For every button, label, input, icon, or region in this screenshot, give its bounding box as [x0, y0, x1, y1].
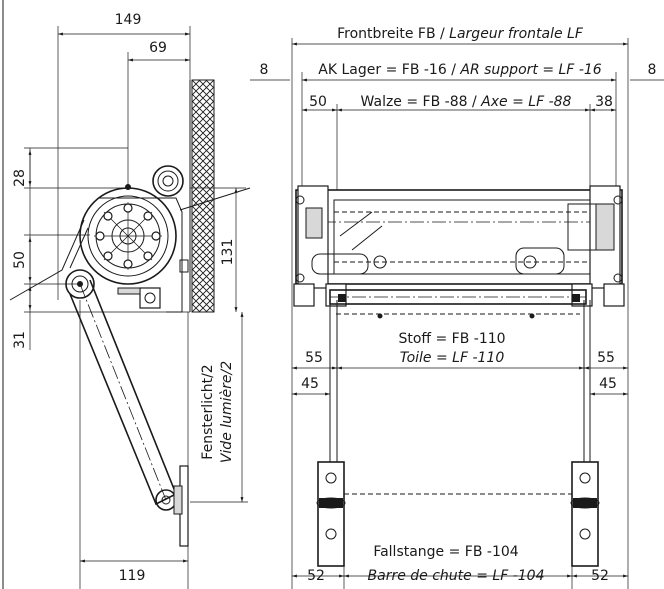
fabric-dot-2 [529, 313, 535, 319]
frontwidth-label-de: Frontbreite FB / [337, 26, 449, 42]
fabric-dot-1 [377, 313, 383, 319]
left-screw-1 [295, 195, 305, 205]
left-dropbar-bracket [317, 461, 345, 567]
bracket-plate [117, 287, 141, 295]
bearing-label: AK Lager = FB -16 / AR support = LF -16 [318, 62, 601, 78]
right-slot-hole [523, 255, 537, 269]
right-motor [595, 203, 615, 251]
right-slot [515, 247, 565, 275]
dim-label-55-right: 55 [597, 350, 615, 366]
drum-mid [87, 195, 169, 277]
dim-label-69: 69 [149, 40, 167, 56]
dim-label-119: 119 [119, 568, 146, 584]
left-slot-hole [373, 255, 387, 269]
dim-label-52-right: 52 [591, 568, 609, 584]
right-clip [572, 294, 580, 302]
wall-hatching [191, 79, 215, 313]
roller-label: Walze = FB -88 / Axe = LF -88 [361, 94, 572, 110]
upper-roller-outer [152, 165, 184, 197]
bracket-lug [179, 259, 189, 273]
side-view: 149 69 28 50 31 131 Fensterlicht/2 Vide … [9, 12, 251, 589]
fabric-line-1 [9, 219, 85, 301]
dim-label-8-left: 8 [260, 62, 269, 78]
wall-bracket-bolt [144, 292, 156, 304]
right-bracket-hole-bottom [579, 528, 591, 540]
arm-pivot-outer [65, 269, 95, 299]
window-label-de: Fensterlicht/2 [200, 364, 216, 459]
arm-wall-bracket [173, 485, 183, 515]
front-view: Frontbreite FB / Largeur frontale LF 8 8… [250, 26, 664, 589]
right-screw-1 [613, 195, 623, 205]
dim-label-131: 131 [220, 239, 236, 266]
fabric-label-fr: Toile = LF -110 [400, 350, 505, 366]
dim-label-52-left: 52 [307, 568, 325, 584]
fabric-line-2 [69, 227, 89, 269]
wall-bracket [139, 287, 161, 309]
dim-label-31: 31 [12, 331, 28, 349]
housing-top-line [179, 187, 251, 211]
left-clamp-ring [316, 497, 346, 509]
dim-label-50-front: 50 [309, 94, 327, 110]
roller-label-de: Walze = FB -88 / [361, 94, 482, 110]
arm-end-inner [161, 495, 171, 505]
right-dropbar-bracket [571, 461, 599, 567]
right-screw-2 [613, 273, 623, 283]
right-bracket-clamp [573, 498, 597, 508]
left-foot [293, 283, 315, 307]
drum-spokes [94, 202, 162, 270]
dim-label-149: 149 [115, 12, 142, 28]
left-clip [338, 294, 346, 302]
left-bracket-hole-top [325, 472, 337, 484]
drum-top-pin [125, 184, 131, 190]
dim-label-55-left: 55 [305, 350, 323, 366]
left-bearing [305, 207, 323, 239]
right-clamp-ring [570, 497, 600, 509]
dim-label-50: 50 [12, 251, 28, 269]
upper-roller-inner [157, 170, 179, 192]
dim-label-8-right: 8 [648, 62, 657, 78]
housing-outline [98, 197, 183, 313]
left-winding-marks [339, 211, 383, 251]
bearing-label-fr: AR support = LF -16 [459, 62, 601, 78]
roller-tube [333, 199, 593, 275]
cassette-outline [295, 189, 623, 285]
right-motor-housing [567, 203, 597, 251]
right-bracket-hole-top [579, 472, 591, 484]
left-bracket-clamp [319, 498, 343, 508]
left-slot [311, 253, 369, 275]
arm-pivot-inner [71, 275, 89, 293]
left-screw-2 [295, 273, 305, 283]
dropbar-label-de: Fallstange = FB -104 [373, 544, 518, 560]
window-label-fr: Vide lumière/2 [219, 361, 235, 463]
dim-label-28: 28 [12, 169, 28, 187]
fabric-label-de: Stoff = FB -110 [398, 331, 505, 347]
frontwidth-label-fr: Largeur frontale LF [449, 26, 584, 42]
right-foot [603, 283, 625, 307]
dim-label-45-left: 45 [301, 376, 319, 392]
dim-label-38: 38 [595, 94, 613, 110]
dropbar-label-fr: Barre de chute = LF -104 [368, 568, 545, 584]
roller-label-fr: Axe = LF -88 [480, 94, 571, 110]
arm-centerline [79, 283, 167, 501]
bearing-label-de: AK Lager = FB -16 / [318, 62, 460, 78]
upper-roller-hub [162, 175, 174, 187]
left-bracket-hole-bottom [325, 528, 337, 540]
frontwidth-label: Frontbreite FB / Largeur frontale LF [337, 26, 584, 42]
dim-label-45-right: 45 [599, 376, 617, 392]
